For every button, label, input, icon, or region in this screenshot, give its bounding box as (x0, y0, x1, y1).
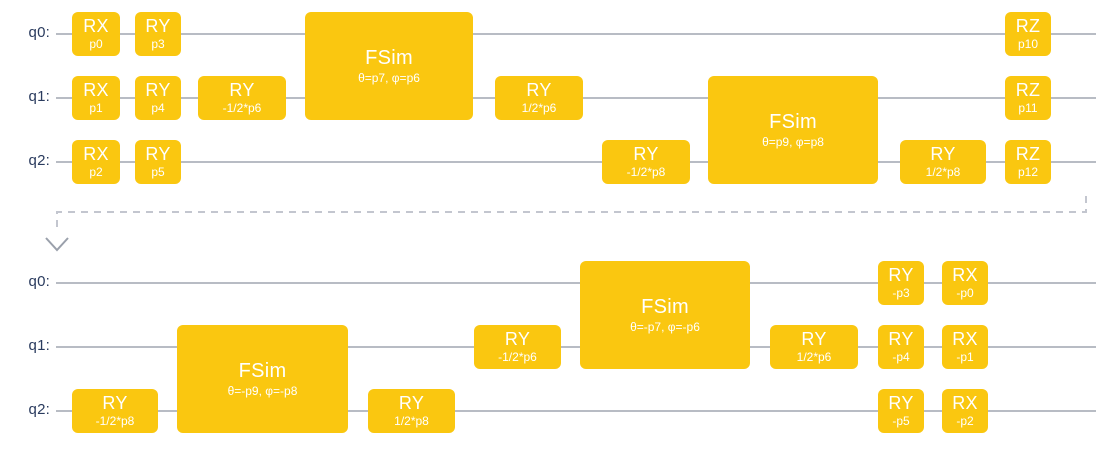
gate-name: RY (930, 144, 956, 164)
gate-param: -1/2*p6 (222, 101, 262, 115)
gate-ry-p4[interactable]: RY p4 (135, 76, 181, 120)
qubit-label-q2: q2: (28, 152, 50, 169)
gate-param: 1/2*p8 (394, 414, 429, 428)
gate-name: FSim (238, 360, 287, 382)
gate-param: -p3 (892, 286, 910, 300)
gate-ry-neg-half-p8[interactable]: RY -1/2*p8 (602, 140, 690, 184)
gate-ry-neg-half-p6-inverse[interactable]: RY -1/2*p6 (474, 325, 561, 369)
gate-name: RZ (1015, 80, 1041, 100)
gate-param: -p0 (956, 286, 974, 300)
qubit-label-q1: q1: (28, 88, 50, 105)
gate-name: RY (888, 265, 914, 285)
gate-ry-half-p6[interactable]: RY 1/2*p6 (495, 76, 583, 120)
gate-ry-neg-half-p8-inverse[interactable]: RY -1/2*p8 (72, 389, 158, 433)
gate-param: 1/2*p6 (521, 101, 557, 115)
gate-fsim-neg-p7-neg-p6[interactable]: FSim θ=-p7, φ=-p6 (580, 261, 750, 369)
gate-param: -p4 (892, 350, 910, 364)
gate-name: RX (83, 16, 109, 36)
gate-name: FSim (365, 47, 413, 69)
gate-rz-p12[interactable]: RZ p12 (1005, 140, 1051, 184)
gate-param: -p5 (892, 414, 910, 428)
gate-name: RY (888, 329, 914, 349)
gate-rx-neg-p1[interactable]: RX -p1 (942, 325, 988, 369)
gate-name: RY (145, 80, 171, 100)
gate-ry-neg-half-p6[interactable]: RY -1/2*p6 (198, 76, 286, 120)
gate-rz-p11[interactable]: RZ p11 (1005, 76, 1051, 120)
gate-rx-p2[interactable]: RX p2 (72, 140, 120, 184)
gate-param: θ=-p9, φ=-p8 (227, 384, 298, 398)
gate-param: -1/2*p8 (95, 414, 135, 428)
gate-ry-half-p6-inverse[interactable]: RY 1/2*p6 (770, 325, 858, 369)
gate-rz-p10[interactable]: RZ p10 (1005, 12, 1051, 56)
gate-name: FSim (641, 296, 689, 318)
qubit-label-q0-inverse: q0: (28, 273, 50, 290)
dashed-feedback-arrow (45, 196, 1087, 252)
gate-param: p2 (89, 165, 103, 179)
gate-name: RY (229, 80, 255, 100)
gate-name: RX (952, 265, 978, 285)
gate-ry-half-p8[interactable]: RY 1/2*p8 (900, 140, 986, 184)
qubit-label-q2-inverse: q2: (28, 401, 50, 418)
gate-ry-neg-p5[interactable]: RY -p5 (878, 389, 924, 433)
wire-q2 (56, 161, 1096, 163)
wire-q0 (56, 33, 1096, 35)
gate-param: -p2 (956, 414, 974, 428)
arrow-head-icon (45, 237, 69, 252)
gate-name: RX (952, 393, 978, 413)
gate-rx-p0[interactable]: RX p0 (72, 12, 120, 56)
gate-name: RY (398, 393, 425, 413)
gate-name: RX (952, 329, 978, 349)
gate-param: p1 (89, 101, 103, 115)
gate-name: RY (145, 144, 171, 164)
gate-param: θ=p7, φ=p6 (358, 71, 420, 85)
gate-fsim-p7-p6[interactable]: FSim θ=p7, φ=p6 (305, 12, 473, 120)
gate-name: RY (526, 80, 552, 100)
gate-name: RY (102, 393, 128, 413)
gate-name: RY (145, 16, 171, 36)
gate-name: RZ (1015, 144, 1041, 164)
gate-param: p5 (151, 165, 165, 179)
wire-q1-inverse (56, 346, 1096, 348)
gate-param: -1/2*p8 (626, 165, 666, 179)
gate-param: 1/2*p8 (925, 165, 961, 179)
gate-name: RY (504, 329, 531, 349)
dashed-path (56, 196, 1087, 232)
gate-param: p0 (89, 37, 103, 51)
gate-fsim-neg-p9-neg-p8[interactable]: FSim θ=-p9, φ=-p8 (177, 325, 348, 433)
gate-param: p10 (1017, 37, 1039, 51)
gate-name: RX (83, 80, 109, 100)
gate-param: -1/2*p6 (498, 350, 537, 364)
gate-rx-neg-p0[interactable]: RX -p0 (942, 261, 988, 305)
gate-rx-neg-p2[interactable]: RX -p2 (942, 389, 988, 433)
qubit-label-q1-inverse: q1: (28, 337, 50, 354)
gate-ry-neg-p3[interactable]: RY -p3 (878, 261, 924, 305)
wire-q2-inverse (56, 410, 1096, 412)
gate-param: p12 (1017, 165, 1039, 179)
gate-ry-p5[interactable]: RY p5 (135, 140, 181, 184)
gate-param: 1/2*p6 (796, 350, 832, 364)
gate-name: FSim (769, 111, 817, 133)
gate-param: θ=-p7, φ=-p6 (630, 320, 700, 334)
gate-name: RX (83, 144, 109, 164)
qubit-label-q0: q0: (28, 24, 50, 41)
gate-name: RZ (1015, 16, 1041, 36)
gate-fsim-p9-p8[interactable]: FSim θ=p9, φ=p8 (708, 76, 878, 184)
gate-param: p3 (151, 37, 165, 51)
gate-ry-p3[interactable]: RY p3 (135, 12, 181, 56)
gate-param: -p1 (956, 350, 974, 364)
gate-ry-neg-p4[interactable]: RY -p4 (878, 325, 924, 369)
gate-param: p11 (1018, 101, 1038, 115)
gate-param: p4 (151, 101, 165, 115)
gate-rx-p1[interactable]: RX p1 (72, 76, 120, 120)
gate-param: θ=p9, φ=p8 (762, 135, 824, 149)
gate-name: RY (888, 393, 914, 413)
gate-name: RY (801, 329, 827, 349)
gate-ry-half-p8-inverse[interactable]: RY 1/2*p8 (368, 389, 455, 433)
gate-name: RY (633, 144, 659, 164)
wire-q0-inverse (56, 282, 1096, 284)
